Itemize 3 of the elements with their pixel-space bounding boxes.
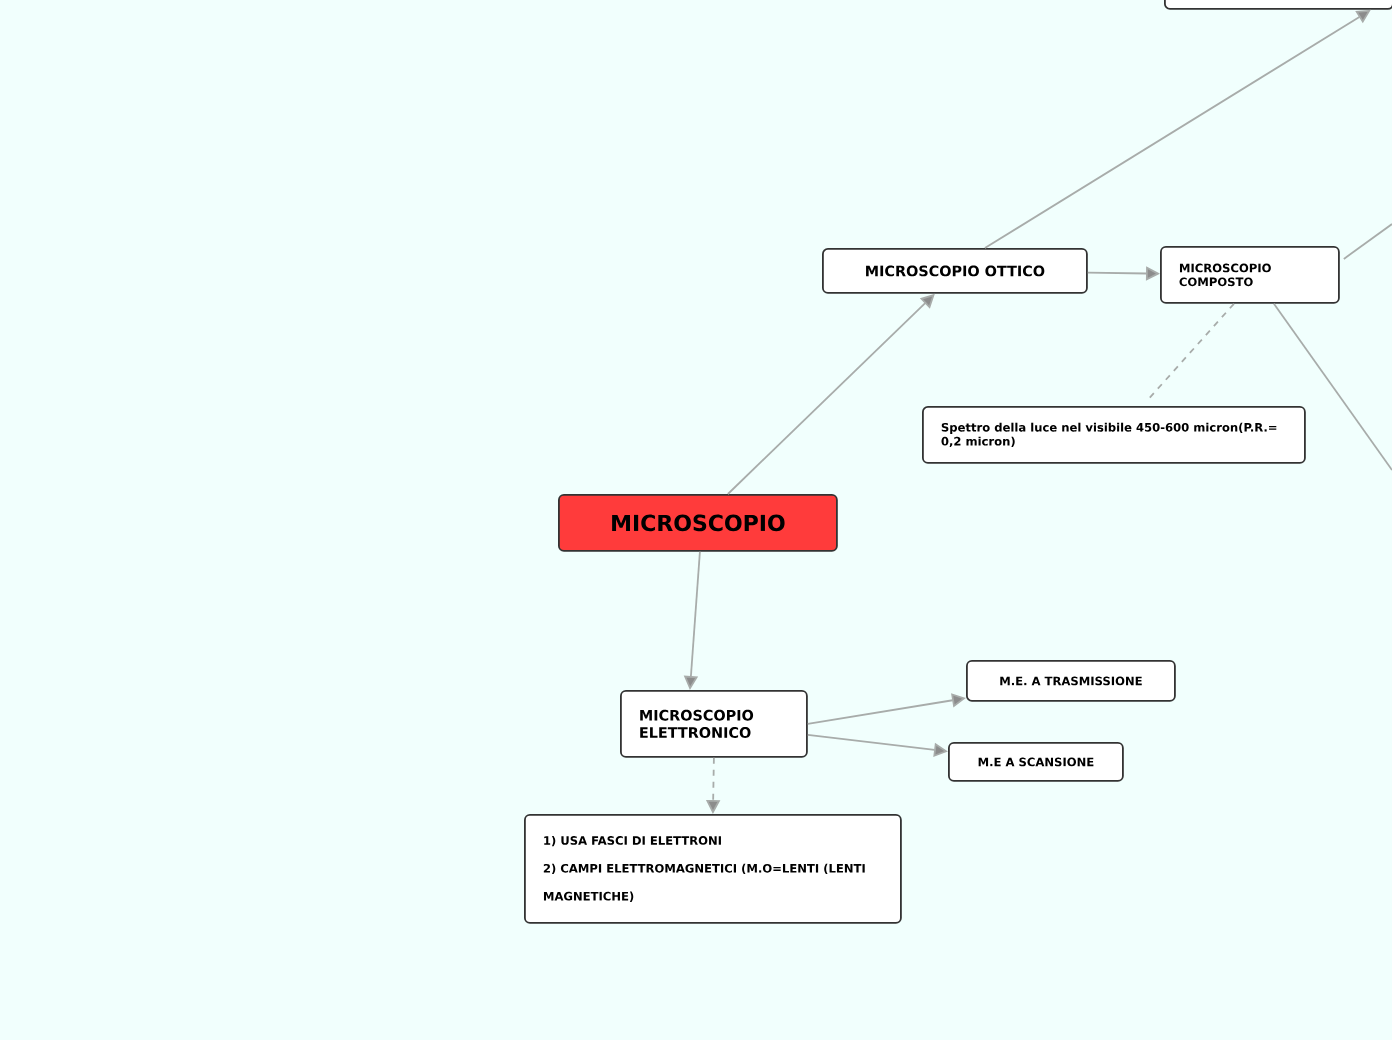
root-box: MICROSCOPIO [558, 494, 838, 552]
topic-box [1164, 0, 1392, 10]
arrow [984, 9, 1371, 249]
